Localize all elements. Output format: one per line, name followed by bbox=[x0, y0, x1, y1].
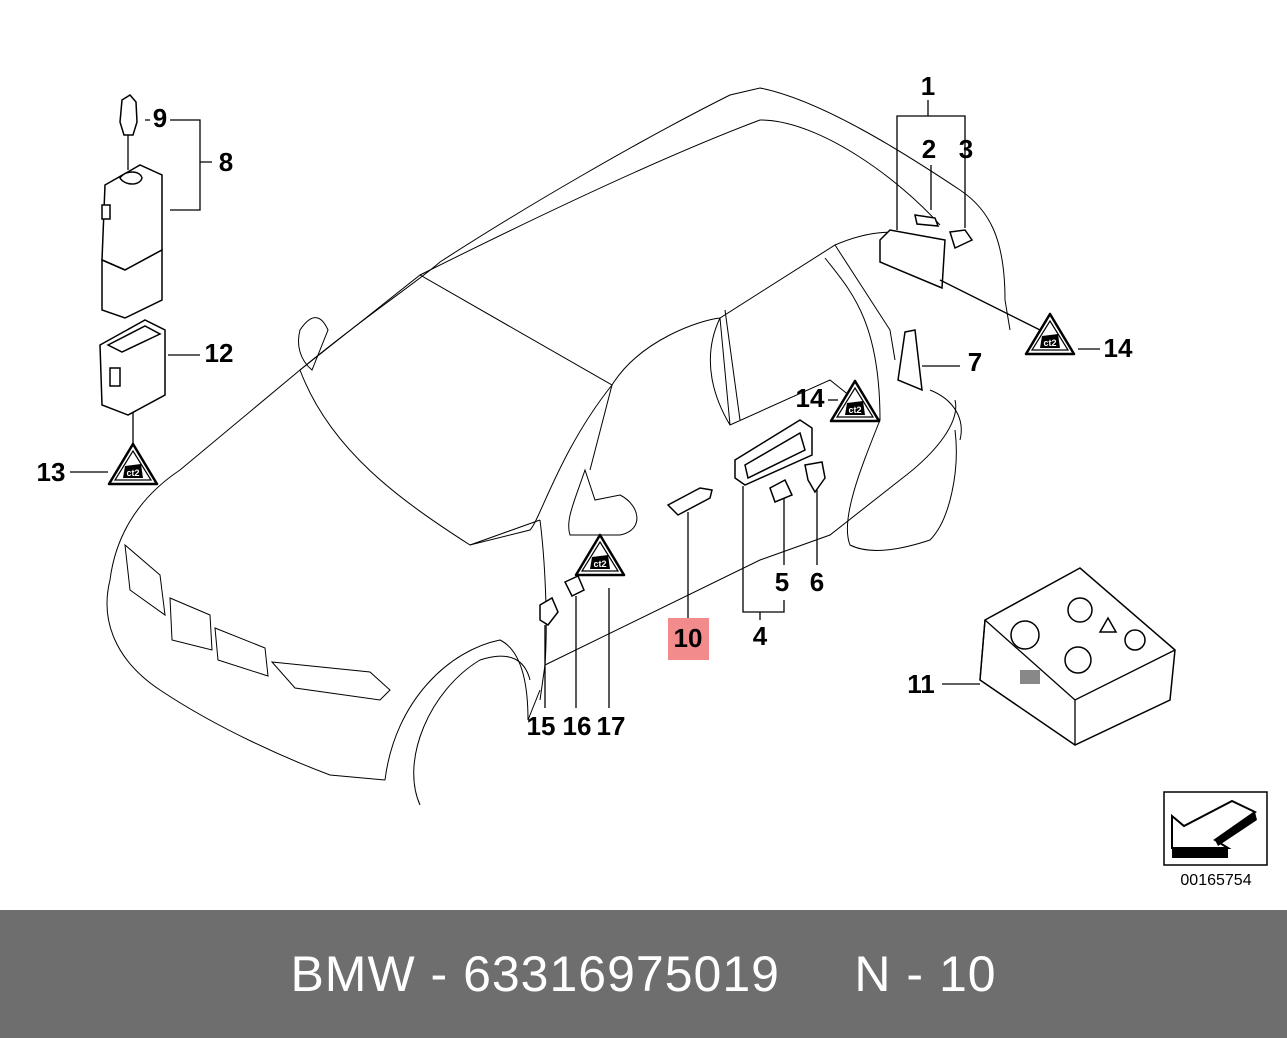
label-2: 2 bbox=[922, 134, 936, 164]
part-12-light-unit bbox=[99, 319, 166, 416]
warning-triangle-icon bbox=[107, 442, 159, 486]
highlight-box bbox=[668, 618, 709, 660]
label-13: 13 bbox=[37, 457, 66, 487]
label-15: 15 bbox=[527, 711, 556, 741]
label-17: 17 bbox=[597, 711, 626, 741]
label-14b: 14 bbox=[796, 383, 825, 413]
label-14a: 14 bbox=[1104, 333, 1133, 363]
part-11-bulb-kit-box bbox=[979, 567, 1176, 746]
part-1-interior-light bbox=[879, 214, 974, 290]
part-16-socket bbox=[563, 574, 585, 598]
part-4-door-light bbox=[734, 419, 826, 503]
part-8-bulb-holder bbox=[101, 94, 163, 319]
label-1: 1 bbox=[921, 71, 935, 101]
label-3: 3 bbox=[959, 134, 973, 164]
part-7-cover bbox=[897, 329, 923, 392]
label-7: 7 bbox=[968, 347, 982, 377]
label-16: 16 bbox=[563, 711, 592, 741]
parts-diagram: ct2 9 8 bbox=[37, 71, 1268, 889]
part-15-bulb bbox=[539, 596, 559, 626]
part-number-banner: BMW - 63316975019 N - 10 bbox=[0, 910, 1287, 1038]
car-outline bbox=[106, 87, 1011, 806]
label-4: 4 bbox=[753, 621, 768, 651]
banner-text: BMW - 63316975019 N - 10 bbox=[290, 946, 997, 1002]
part-10-bulb bbox=[666, 487, 713, 516]
label-10: 10 bbox=[674, 623, 703, 653]
reference-number: 00165754 bbox=[1180, 872, 1251, 889]
orientation-arrow-icon bbox=[1163, 791, 1268, 866]
label-6: 6 bbox=[810, 567, 824, 597]
label-9: 9 bbox=[153, 103, 167, 133]
label-8: 8 bbox=[219, 147, 233, 177]
label-5: 5 bbox=[775, 567, 789, 597]
warning-triangle-icon bbox=[574, 533, 626, 577]
label-12: 12 bbox=[205, 338, 234, 368]
label-11: 11 bbox=[907, 669, 935, 699]
warning-triangle-icon bbox=[1024, 312, 1076, 356]
